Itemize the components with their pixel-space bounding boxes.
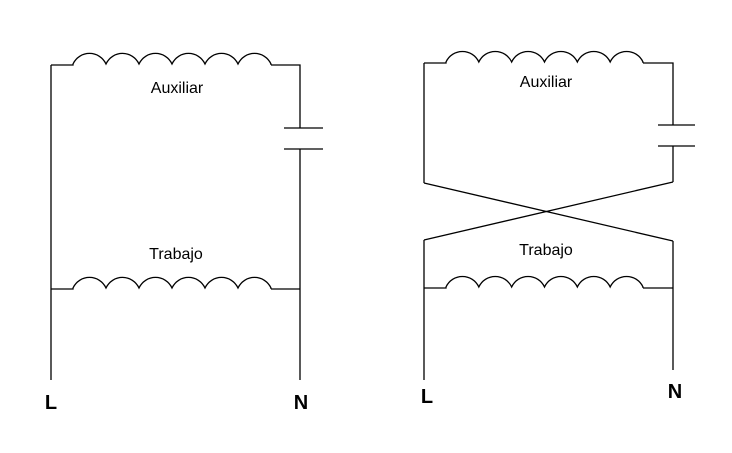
auxiliary-label: Auxiliar <box>519 74 573 91</box>
auxiliary-coil <box>51 52 272 66</box>
cross-wire-2 <box>423 181 674 241</box>
working-label: Trabajo <box>149 246 203 263</box>
circuit-normal <box>50 52 323 380</box>
line-terminal-label: L <box>420 386 434 408</box>
line-terminal-label: L <box>44 392 58 414</box>
neutral-terminal-label: N <box>667 381 683 403</box>
circuit-reversed <box>423 50 695 380</box>
working-coil <box>424 275 644 289</box>
auxiliary-label: Auxiliar <box>150 80 204 97</box>
aux-right-wire <box>643 62 674 125</box>
neutral-terminal-label: N <box>293 392 309 414</box>
auxiliary-coil <box>424 50 644 64</box>
cross-wire-1 <box>423 182 674 242</box>
working-label: Trabajo <box>519 242 573 259</box>
aux-right-wire <box>271 64 301 128</box>
working-coil <box>51 276 272 290</box>
